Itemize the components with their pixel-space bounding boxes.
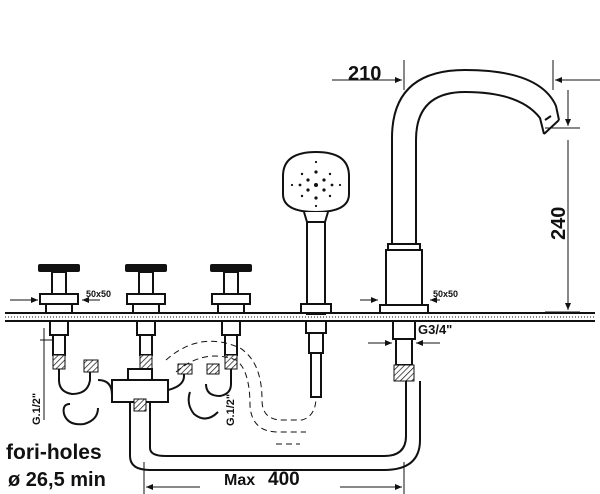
valve-handle-middle xyxy=(125,264,167,370)
thread-label-valve-left: G.1/2" xyxy=(31,393,43,425)
max-spacing-prefix: Max xyxy=(224,472,255,489)
thread-dimension-valve-left xyxy=(40,328,52,420)
valve-handle-left xyxy=(38,264,80,370)
plate-label-right: 50x50 xyxy=(433,289,458,299)
hand-shower xyxy=(282,150,350,398)
dimension-240-label: 240 xyxy=(548,207,570,240)
valve-handle-right xyxy=(210,264,252,370)
deck-surface xyxy=(5,312,595,322)
under-deck-plumbing xyxy=(58,340,421,471)
dimension-210-label: 210 xyxy=(348,63,381,85)
shower-head-holes xyxy=(290,160,342,208)
plate-label-left: 50x50 xyxy=(86,289,111,299)
holes-diameter: ø 26,5 min xyxy=(8,469,106,491)
dimension-210 xyxy=(332,60,600,90)
holes-title: fori-holes xyxy=(6,441,102,464)
dimension-240 xyxy=(545,90,580,313)
dimension-max-400 xyxy=(143,462,405,494)
thread-label-spout: G3/4" xyxy=(418,322,452,337)
max-spacing-value: 400 xyxy=(268,469,300,490)
thread-label-valve-mid: G.1/2" xyxy=(225,394,237,426)
spout xyxy=(379,68,560,382)
